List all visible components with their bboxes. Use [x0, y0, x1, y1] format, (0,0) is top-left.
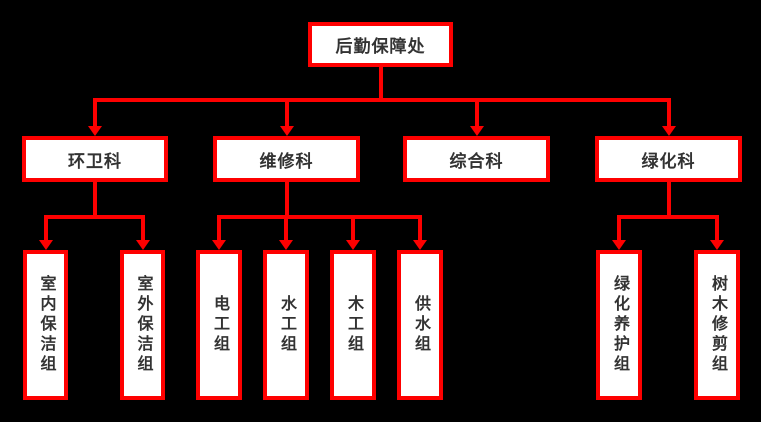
connector-drop-dept-huanwei: [93, 100, 97, 126]
org-node-green-maintain-group: 绿化养护组: [596, 250, 642, 400]
connector-drop-green-maintain: [617, 219, 621, 240]
connector-drop-electrician: [217, 219, 221, 240]
connector-drop-dept-lvhua: [666, 100, 671, 126]
arrowhead-outdoor-clean: [135, 240, 150, 250]
org-node-indoor-clean-group: 室内保洁组: [23, 250, 68, 400]
connector-weixiu-vline: [284, 182, 289, 215]
org-node-electrician-group: 电工组: [196, 250, 242, 400]
org-node-dept-weixiu: 维修科: [213, 136, 360, 182]
connector-weixiu-hbus: [217, 215, 422, 219]
connector-drop-dept-weixiu: [284, 100, 289, 126]
arrowhead-dept-huanwei: [88, 126, 102, 136]
org-node-carpenter-group: 木工组: [330, 250, 376, 400]
connector-root-hbus: [93, 98, 671, 102]
org-node-outdoor-clean-group: 室外保洁组: [120, 250, 165, 400]
arrowhead-indoor-clean: [38, 240, 53, 250]
arrowhead-green-maintain: [612, 240, 626, 250]
org-node-dept-huanwei: 环卫科: [22, 136, 168, 182]
connector-drop-water-supply: [418, 219, 422, 240]
connector-huanwei-hbus: [43, 215, 145, 219]
connector-drop-indoor-clean: [43, 219, 48, 240]
arrowhead-carpenter: [346, 240, 360, 250]
org-node-plumber-group: 水工组: [263, 250, 309, 400]
connector-drop-carpenter: [351, 219, 355, 240]
connector-drop-dept-zonghe: [474, 100, 479, 126]
connector-drop-tree-prune: [715, 219, 719, 240]
connector-drop-outdoor-clean: [140, 219, 145, 240]
org-node-dept-zonghe: 综合科: [403, 136, 550, 182]
arrowhead-plumber: [279, 240, 293, 250]
org-node-dept-lvhua: 绿化科: [595, 136, 742, 182]
connector-lvhua-hbus: [617, 215, 719, 219]
arrowhead-dept-lvhua: [661, 126, 676, 136]
arrowhead-water-supply: [413, 240, 427, 250]
connector-drop-plumber: [284, 219, 288, 240]
arrowhead-tree-prune: [710, 240, 724, 250]
connector-root-vline: [379, 67, 383, 100]
connector-lvhua-vline: [666, 182, 671, 215]
org-node-root: 后勤保障处: [308, 22, 453, 67]
arrowhead-dept-weixiu: [279, 126, 294, 136]
org-node-water-supply-group: 供水组: [397, 250, 443, 400]
arrowhead-dept-zonghe: [469, 126, 484, 136]
org-node-tree-prune-group: 树木修剪组: [694, 250, 740, 400]
connector-huanwei-vline: [93, 182, 97, 215]
arrowhead-electrician: [212, 240, 226, 250]
